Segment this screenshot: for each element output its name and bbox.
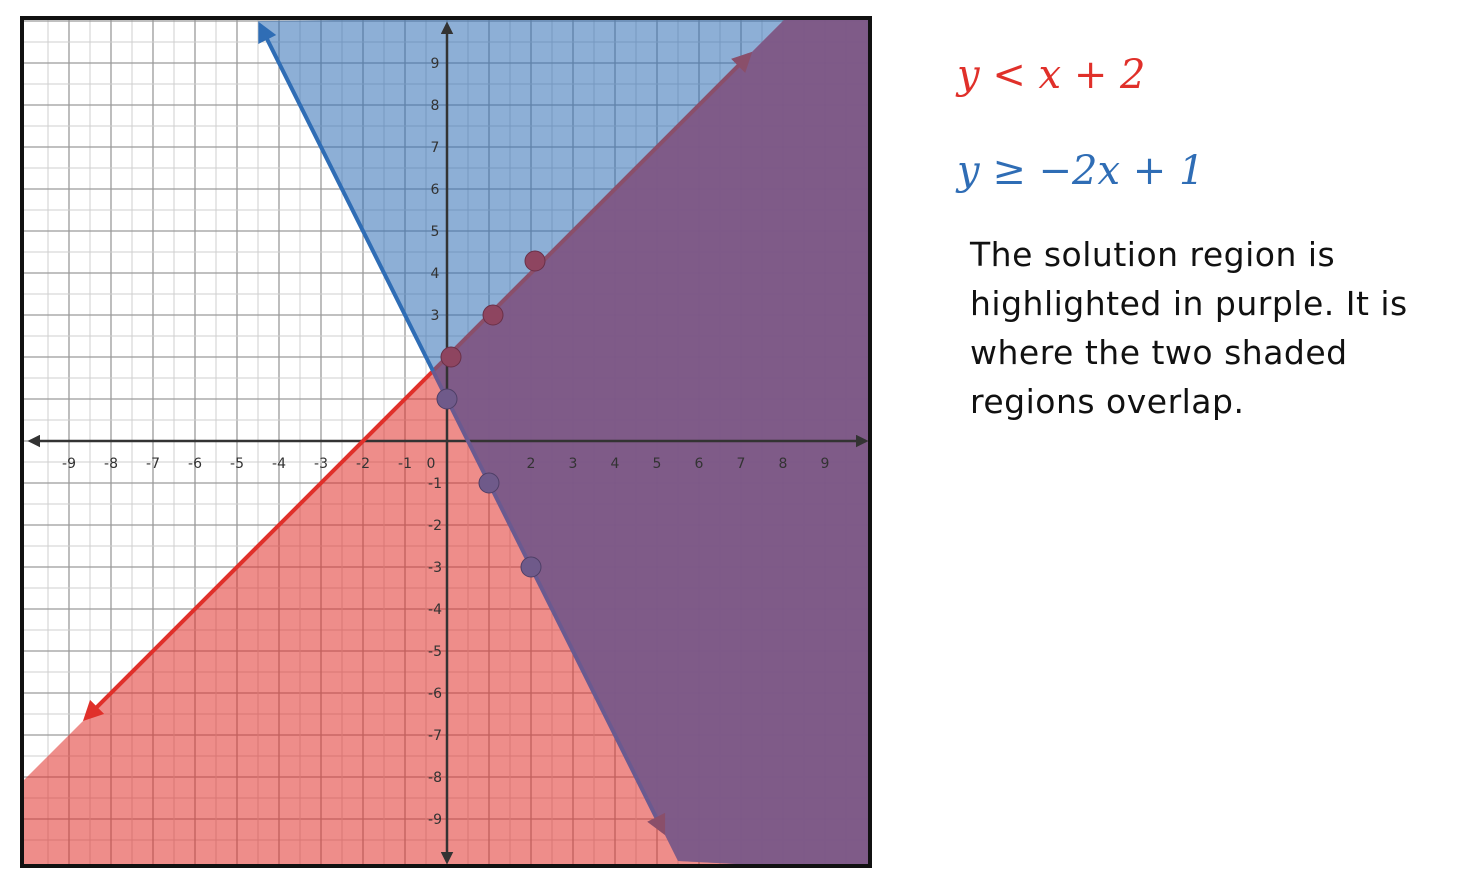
- x-tick-label: -2: [356, 456, 370, 472]
- y-tick-label: 3: [431, 308, 440, 324]
- inequality-blue-label: y ≥ −2x + 1: [957, 148, 1205, 194]
- x-tick-label: 5: [653, 456, 662, 472]
- y-tick-label: 4: [431, 266, 440, 282]
- coordinate-graph: -9 -8 -7 -6 -5 -4 -3 -2 -1 0 2 3 4 5 6 7 8 9 9 8 7 6 5 4 3 -1 -2 -3…: [20, 16, 872, 868]
- x-tick-label: -3: [314, 456, 328, 472]
- inequality-red-label: y < x + 2: [957, 52, 1146, 98]
- y-tick-label: -8: [428, 770, 442, 786]
- y-tick-label: -6: [428, 686, 442, 702]
- x-tick-label: -5: [230, 456, 244, 472]
- y-tick-label: -5: [428, 644, 442, 660]
- x-tick-label: 4: [611, 456, 620, 472]
- y-tick-label: 7: [431, 140, 440, 156]
- blue-point: [520, 556, 542, 578]
- solution-note: The solution region is highlighted in pu…: [970, 235, 1408, 421]
- x-tick-label: 0: [427, 456, 436, 472]
- red-point: [482, 304, 504, 326]
- y-tick-label: 5: [431, 224, 440, 240]
- red-point: [440, 346, 462, 368]
- x-tick-label: 2: [527, 456, 536, 472]
- y-tick-label: -2: [428, 518, 442, 534]
- y-tick-label: -9: [428, 812, 442, 828]
- x-tick-label: 7: [737, 456, 746, 472]
- y-tick-label: -4: [428, 602, 442, 618]
- red-point: [524, 250, 546, 272]
- x-tick-label: 6: [695, 456, 704, 472]
- blue-point: [436, 388, 458, 410]
- x-tick-label: 9: [821, 456, 830, 472]
- x-tick-label: -8: [104, 456, 118, 472]
- x-tick-label: -9: [62, 456, 76, 472]
- blue-boundary-line-lower: [431, 370, 666, 836]
- y-tick-label: 8: [431, 98, 440, 114]
- y-tick-label: 9: [431, 56, 440, 72]
- x-tick-label: -1: [398, 456, 412, 472]
- y-tick-label: -3: [428, 560, 442, 576]
- y-tick-label: 6: [431, 182, 440, 198]
- x-tick-label: -7: [146, 456, 160, 472]
- red-boundary-line: [82, 369, 435, 722]
- y-tick-label: -7: [428, 728, 442, 744]
- plot-frame: [20, 16, 872, 868]
- blue-boundary-line: [258, 21, 435, 372]
- x-tick-label: 8: [779, 456, 788, 472]
- y-tick-label: -1: [428, 476, 442, 492]
- blue-point: [478, 472, 500, 494]
- x-tick-label: -6: [188, 456, 202, 472]
- x-tick-label: -4: [272, 456, 286, 472]
- x-tick-label: 3: [569, 456, 578, 472]
